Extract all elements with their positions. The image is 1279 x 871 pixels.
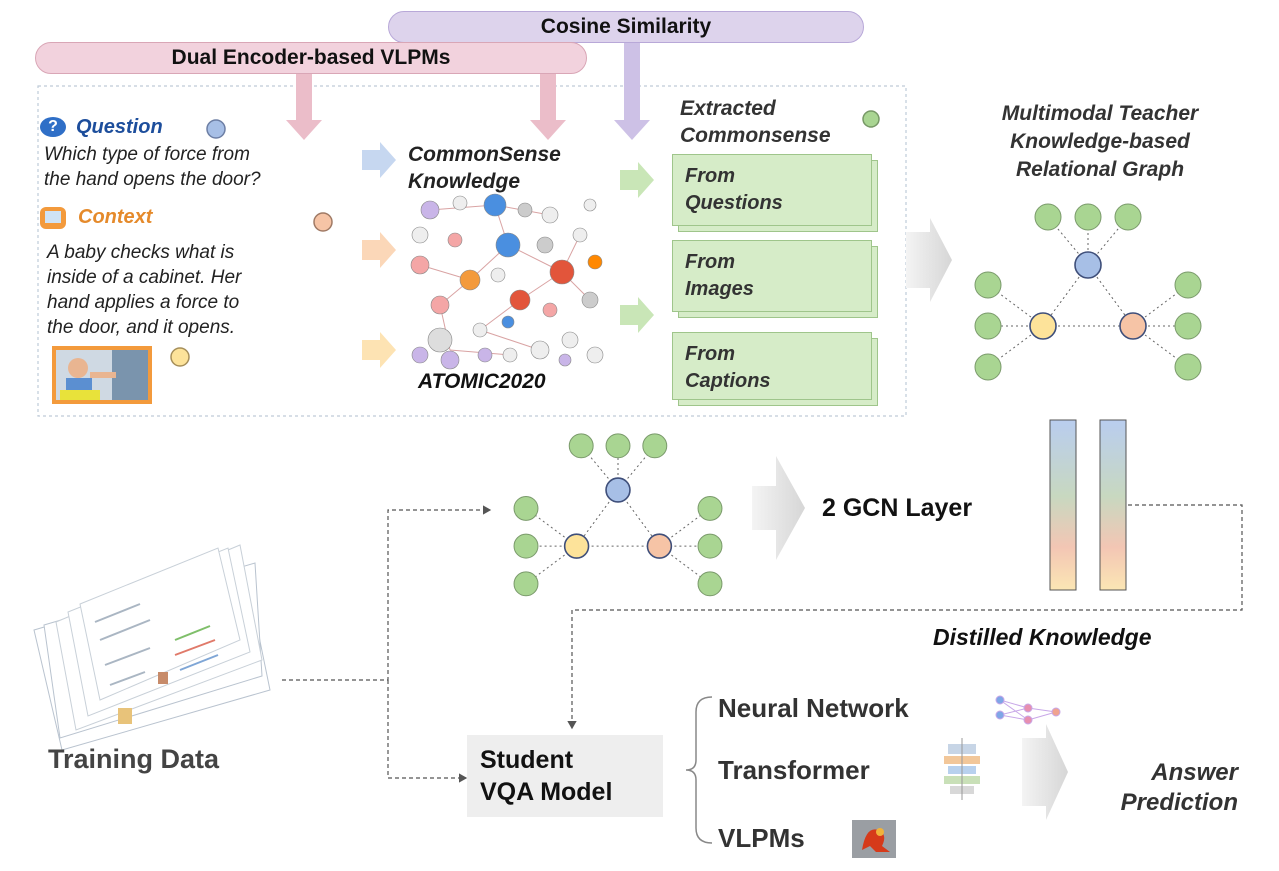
teacher-leaf-node <box>974 353 1002 381</box>
teacher-title-line-3: Relational Graph <box>1015 158 1185 181</box>
pill-down-arrows <box>286 38 650 140</box>
student-leaf-node <box>697 495 723 521</box>
teacher-title: Multimodal Teacher Knowledge-based Relat… <box>940 100 1260 184</box>
student-leaf-node <box>697 533 723 559</box>
teacher-center-node <box>1074 251 1102 279</box>
question-token-node <box>206 119 226 139</box>
arrow-to-answer <box>1022 724 1068 820</box>
student-leaf-node <box>642 433 668 459</box>
context-text-line-1: A baby checks what is <box>47 242 235 263</box>
context-token-node <box>313 212 333 232</box>
answer-prediction-label: Answer Prediction <box>1072 758 1238 818</box>
transformer-icon <box>944 738 980 800</box>
training-data-image <box>33 544 271 751</box>
arrow-to-gcn <box>752 456 805 560</box>
image-token-node <box>170 347 190 367</box>
student-leaf-node <box>605 433 631 459</box>
context-label: Context <box>78 206 153 228</box>
student-center-node <box>605 477 631 503</box>
teacher-title-line-2: Knowledge-based <box>1010 130 1190 153</box>
teacher-title-line-1: Multimodal Teacher <box>1001 102 1199 125</box>
question-label: Question <box>76 116 163 138</box>
context-image <box>52 346 152 404</box>
teacher-leaf-node <box>1174 353 1202 381</box>
teacher-leaf-node <box>1114 203 1142 231</box>
gcn-layer-label: 2 GCN Layer <box>822 494 973 522</box>
teacher-leaf-node <box>1074 203 1102 231</box>
dashed-connectors <box>282 504 1243 783</box>
question-text-line-2: the hand opens the door? <box>44 169 261 190</box>
student-model-box <box>467 735 663 817</box>
student-leaf-node <box>513 495 539 521</box>
teacher-leaf-node <box>974 271 1002 299</box>
tool-transformer: Transformer <box>718 755 870 785</box>
context-icon <box>40 207 66 229</box>
gcn-output-bar-2 <box>1099 419 1127 591</box>
tool-vlpms: VLPMs <box>718 823 805 853</box>
context-text-line-4: the door, and it opens. <box>47 317 236 338</box>
input-arrows <box>362 142 654 368</box>
question-text-line-1: Which type of force from <box>44 144 250 165</box>
card-images-line-2: Images <box>685 278 754 300</box>
card-captions-line-2: Captions <box>685 370 771 392</box>
cosine-similarity-pill: Cosine Similarity <box>388 11 864 43</box>
teacher-leaf-node <box>1034 203 1062 231</box>
card-questions-line-1: From <box>685 165 735 187</box>
teacher-leaf-node <box>1174 312 1202 340</box>
atomic-graph-image <box>410 193 604 370</box>
student-left-node <box>563 533 590 559</box>
training-relational-graph <box>513 433 723 597</box>
tools-brace <box>685 696 713 844</box>
neural-network-icon <box>995 695 1061 725</box>
distilled-knowledge-label: Distilled Knowledge <box>933 624 1152 650</box>
teacher-right-node <box>1119 312 1147 340</box>
student-leaf-node <box>513 571 539 597</box>
arrow-to-teacher-graph <box>906 218 952 302</box>
student-line-2: VQA Model <box>480 778 613 806</box>
vlpm-icon <box>852 820 896 858</box>
student-line-1: Student <box>480 746 574 774</box>
context-text-line-2: inside of a cabinet. Her <box>47 267 242 288</box>
student-leaf-node <box>513 533 539 559</box>
teacher-relational-graph <box>974 203 1202 381</box>
gcn-output-bar-1 <box>1049 419 1077 591</box>
extracted-token-node <box>862 110 880 128</box>
card-captions-line-1: From <box>685 343 735 365</box>
card-questions-line-2: Questions <box>685 192 783 214</box>
teacher-left-node <box>1029 312 1057 340</box>
question-icon: ? <box>40 117 66 137</box>
teacher-leaf-node <box>1174 271 1202 299</box>
training-data-label: Training Data <box>48 744 220 774</box>
atomic-label: ATOMIC2020 <box>418 370 546 393</box>
knowledge-title-line-2: Knowledge <box>408 170 521 193</box>
student-leaf-node <box>697 571 723 597</box>
card-images-line-1: From <box>685 251 735 273</box>
student-leaf-node <box>568 433 594 459</box>
context-text-line-3: hand applies a force to <box>47 292 240 313</box>
dual-encoder-pill: Dual Encoder-based VLPMs <box>35 42 587 74</box>
answer-line-1: Answer <box>1151 759 1238 786</box>
student-model-label: Student VQA Model <box>480 744 612 808</box>
teacher-leaf-node <box>974 312 1002 340</box>
knowledge-title-line-1: CommonSense <box>408 143 561 166</box>
answer-line-2: Prediction <box>1120 789 1238 816</box>
student-right-node <box>646 533 673 559</box>
extracted-title-line-1: Extracted <box>680 97 776 120</box>
tool-neural-network: Neural Network <box>718 693 909 723</box>
extracted-title-line-2: Commonsense <box>680 124 831 147</box>
